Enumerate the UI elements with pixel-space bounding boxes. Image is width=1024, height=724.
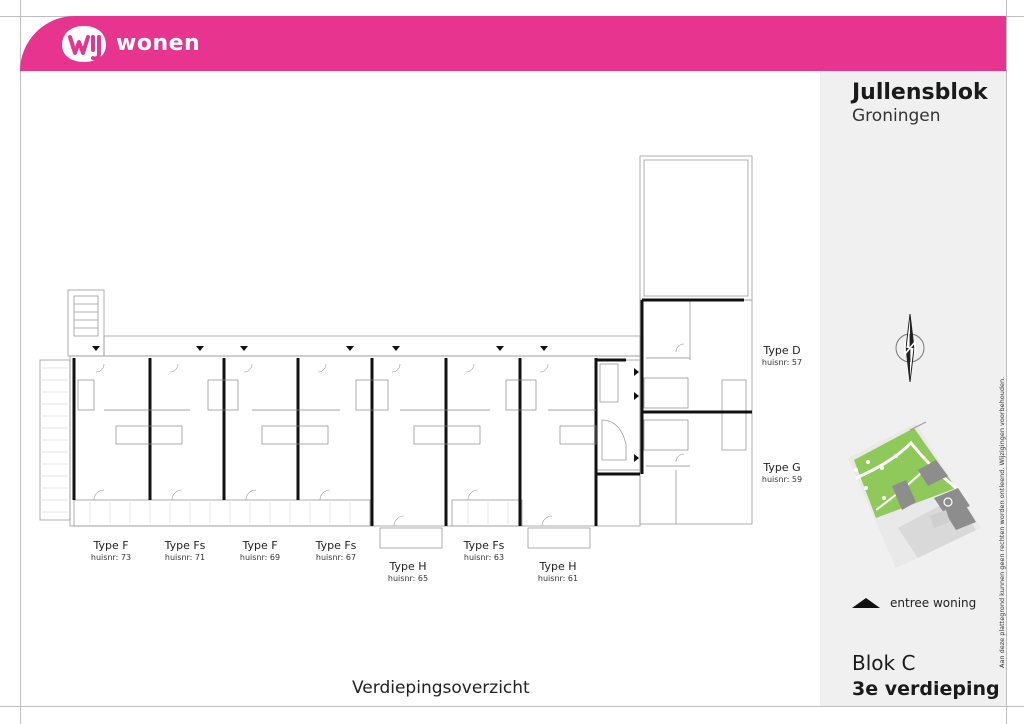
unit-label-73: Type F huisnr: 73 — [90, 539, 132, 562]
unit-label-63: Type Fs huisnr: 63 — [463, 539, 505, 562]
brand-logo-icon — [62, 26, 106, 62]
brand-header — [20, 16, 1006, 71]
brand-logo-text: wonen — [116, 31, 201, 56]
unit-label-65: Type H huisnr: 65 — [387, 560, 429, 583]
unit-label-61: Type H huisnr: 61 — [537, 560, 579, 583]
unit-label-59: Type G huisnr: 59 — [761, 461, 803, 484]
crop-line-right — [1006, 0, 1007, 724]
info-sidebar — [820, 71, 1006, 706]
block-name: Blok C — [852, 651, 916, 675]
unit-label-71: Type Fs huisnr: 71 — [164, 539, 206, 562]
north-arrow-icon — [895, 313, 925, 383]
drawing-caption: Verdiepingsoverzicht — [352, 678, 530, 698]
triangle-up-icon — [852, 598, 880, 608]
floor-plan-drawing — [39, 155, 753, 549]
site-map-thumbnail — [848, 421, 981, 568]
legend-entrance-label: entree woning — [890, 596, 977, 610]
unit-label-69: Type F huisnr: 69 — [239, 539, 281, 562]
crop-line-bottom — [0, 706, 1024, 707]
disclaimer-note: Aan deze plattegrond kunnen geen rechten… — [998, 376, 1006, 668]
crop-line-left — [20, 0, 21, 724]
project-city: Groningen — [852, 106, 941, 126]
project-title: Jullensblok — [852, 80, 988, 105]
unit-label-67: Type Fs huisnr: 67 — [315, 539, 357, 562]
floor-level: 3e verdieping — [852, 678, 1000, 700]
unit-label-57: Type D huisnr: 57 — [761, 344, 803, 367]
